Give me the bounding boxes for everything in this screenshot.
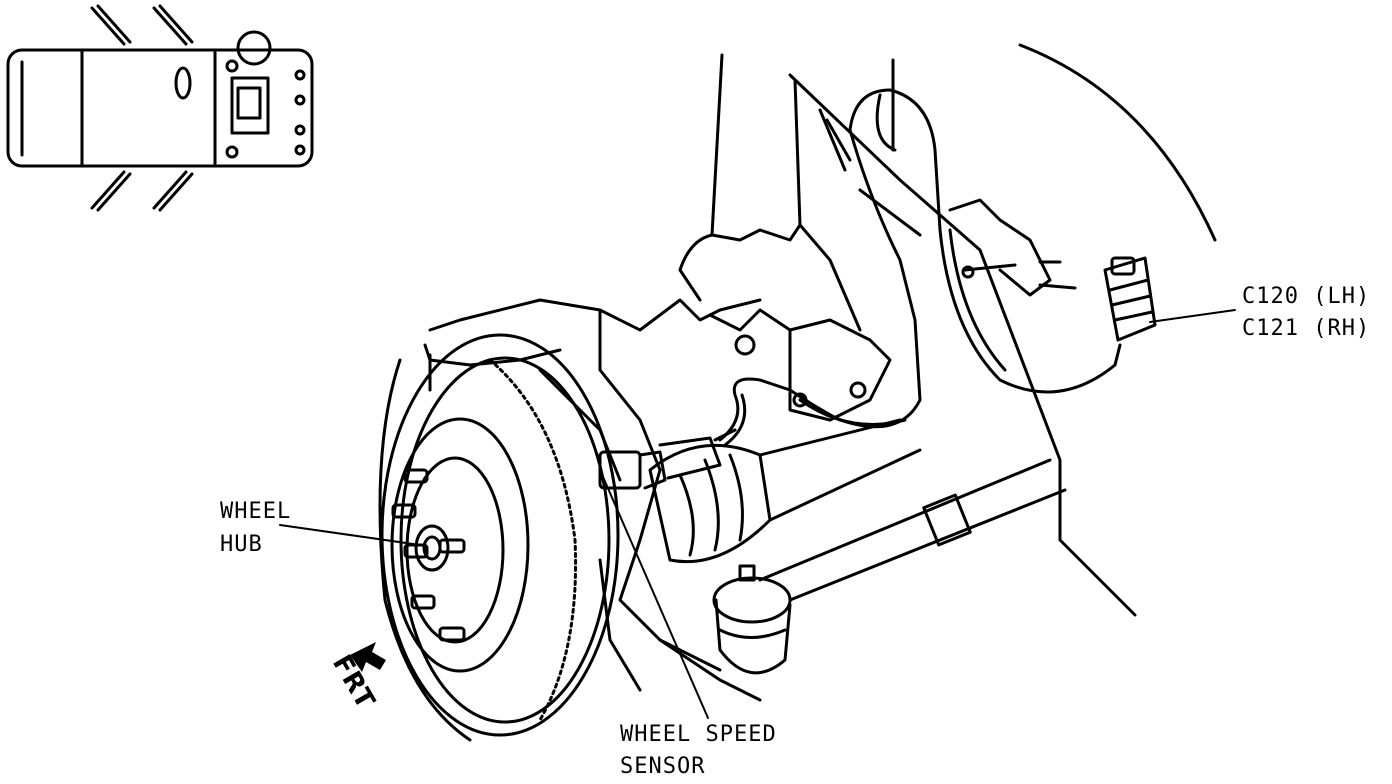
leader-lines: [279, 309, 1236, 719]
harness-connector: [1103, 256, 1157, 342]
steering-knuckle: [423, 298, 762, 702]
brake-rotor: [378, 333, 620, 742]
sensor-harness: [718, 58, 1122, 447]
wheel-hub-label-line2: HUB: [220, 532, 263, 557]
vehicle-top-view-icon: [6, 4, 314, 212]
connector-label-lh: C120 (LH): [1242, 284, 1371, 309]
leader-wheel-hub: [279, 524, 421, 546]
tie-rod: [712, 458, 1067, 675]
leader-connector: [1149, 309, 1236, 323]
wheel-hub-label-line1: WHEEL: [220, 499, 292, 524]
cv-boot: [648, 418, 922, 564]
sensor-label-line2: SENSOR: [620, 754, 706, 779]
leader-sensor: [599, 469, 709, 719]
harness-bracket: [708, 198, 1077, 422]
connector-label-rh: C121 (RH): [1242, 316, 1371, 341]
sensor-label-line1: WHEEL SPEED: [620, 722, 777, 747]
tone-ring: [488, 358, 578, 722]
front-arrow-icon: [350, 642, 386, 672]
fender-arc: [1018, 43, 1217, 242]
strut-assembly: [678, 53, 1137, 617]
